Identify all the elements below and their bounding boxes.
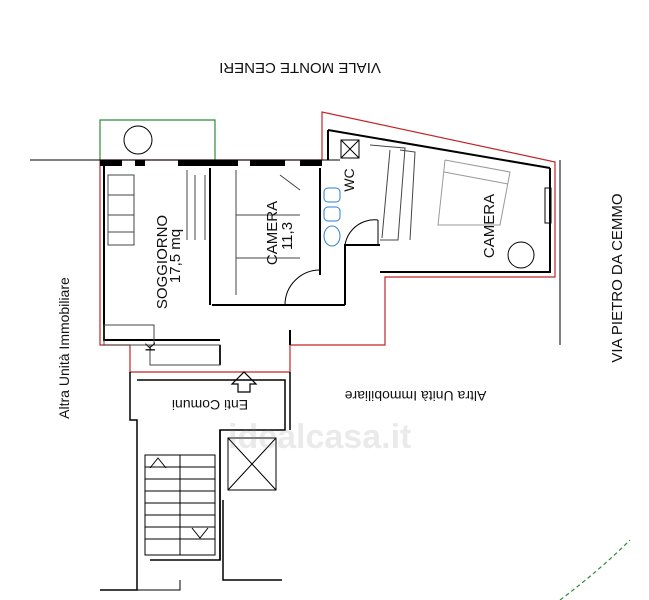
wc-shaft <box>340 139 360 159</box>
balcony-outline <box>99 119 216 160</box>
landing-outline <box>137 580 181 591</box>
bedroom-1-area-label: 11,3 <box>279 221 296 251</box>
elevator-shaft <box>227 437 277 491</box>
wc-fixtures <box>323 187 341 247</box>
common-entrance-label: Enti Comuni <box>171 397 249 413</box>
door-swings <box>284 219 379 306</box>
bedroom2-radiator <box>544 187 552 224</box>
kitchen-label: K <box>142 342 158 352</box>
interior-lines <box>186 170 301 295</box>
garden-arc <box>559 539 631 600</box>
bedroom2-bed <box>437 159 511 226</box>
walls <box>103 129 551 365</box>
entrance-arrow-icon <box>230 371 258 393</box>
living-furniture <box>103 174 221 366</box>
street-label-east: VIA PIETRO DA CEMMO <box>609 193 626 363</box>
common-area-walls <box>100 372 291 591</box>
living-room-area-label: 17,5 mq <box>167 228 184 284</box>
staircase <box>144 454 216 556</box>
balcony-plant-circle <box>123 125 153 155</box>
north-wall <box>100 160 322 166</box>
bedroom2-wardrobe <box>369 144 416 241</box>
bedroom-2-label: CAMERA <box>481 193 498 259</box>
bedroom-1-label: CAMERA <box>264 200 281 266</box>
bathroom-label: WC <box>341 168 357 192</box>
bedroom2-plant-circle <box>507 241 535 269</box>
neighbor-label-south: Altra Unità Immobiliare <box>344 388 487 404</box>
street-label-north: VIALE MONTE CENERI <box>219 59 381 76</box>
neighbor-label-west: Altra Unità Immobiliare <box>56 277 72 419</box>
watermark: idealcasa.it <box>228 418 412 456</box>
